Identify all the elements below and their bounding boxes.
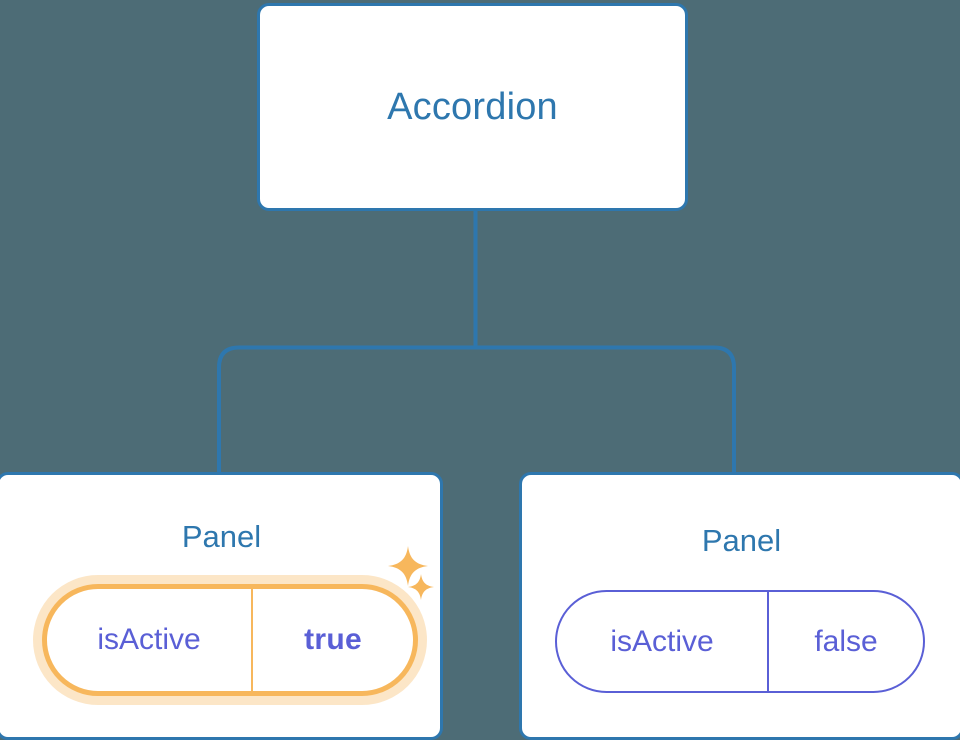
node-accordion[interactable]: Accordion — [257, 3, 688, 211]
connector-branch-right — [475, 345, 736, 476]
prop-pill-isactive-true[interactable]: isActive true — [42, 584, 418, 696]
prop-value-label: true — [304, 623, 362, 656]
node-panel-active[interactable]: Panel isActive true — [0, 472, 443, 740]
node-panel-active-title: Panel — [181, 519, 262, 554]
prop-pill-isactive-false[interactable]: isActive false — [555, 590, 925, 693]
node-accordion-title: Accordion — [387, 86, 558, 128]
prop-value-label: false — [814, 624, 878, 658]
node-panel-inactive[interactable]: Panel isActive false — [519, 472, 960, 740]
prop-name-label: isActive — [557, 592, 769, 691]
node-panel-inactive-title: Panel — [701, 523, 782, 558]
prop-name-label: isActive — [47, 589, 253, 691]
connector-branch-left — [217, 345, 476, 476]
